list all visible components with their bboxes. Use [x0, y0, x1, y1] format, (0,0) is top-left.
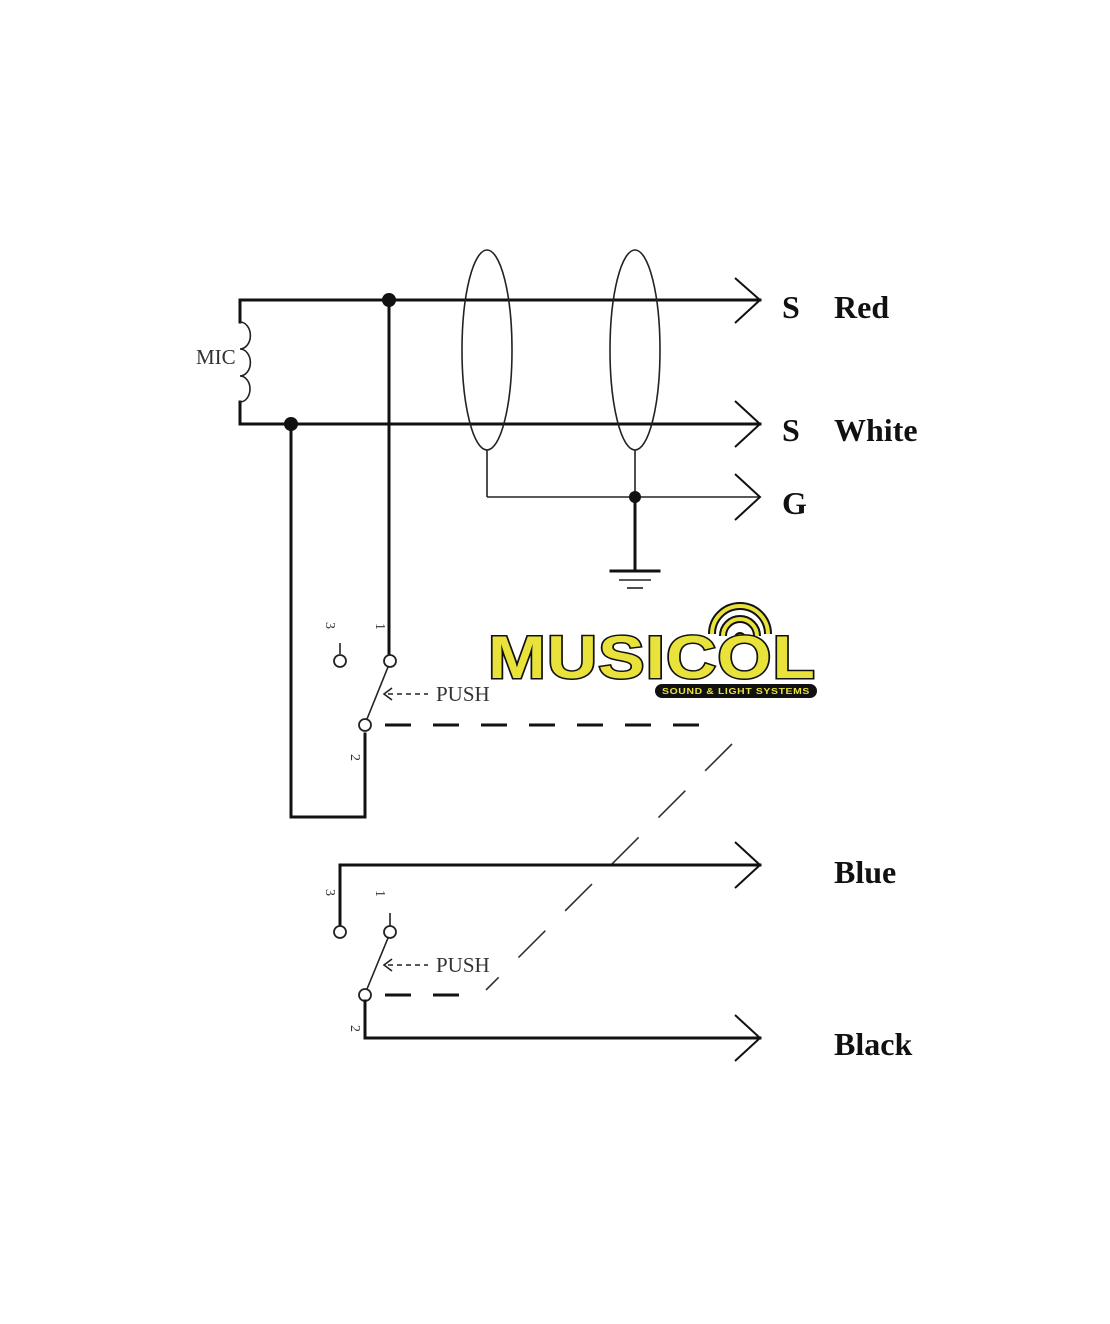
- white-arrow: [734, 400, 762, 448]
- red-arrow: [734, 277, 762, 324]
- switch2-push-label: PUSH: [436, 953, 490, 977]
- switch2: 3 1 2 PUSH: [322, 889, 490, 1032]
- switch1-pin1-label: 1: [372, 623, 387, 630]
- shield-ellipse-2: [609, 249, 661, 451]
- logo-wordmark: MUSICOL: [488, 624, 816, 691]
- switch2-lever: [366, 937, 389, 990]
- switch1-push-label: PUSH: [436, 682, 490, 706]
- blue-wire: [338, 863, 762, 928]
- earth-ground-icon: [609, 569, 661, 589]
- switch1-pin3-label: 3: [322, 622, 337, 629]
- white-color-label: White: [834, 412, 918, 448]
- black-color-label: Black: [834, 1026, 912, 1062]
- switch2-contact-2: [358, 988, 372, 1002]
- switch1-pin2-label: 2: [347, 754, 362, 761]
- switch1-contact-3: [333, 654, 347, 668]
- shield-ellipse-1: [461, 249, 513, 451]
- ground-pin-label: G: [782, 485, 807, 521]
- switch1-pin2-loop: [289, 422, 367, 819]
- logo-tagline-bar: [655, 684, 817, 698]
- switch2-pin3-label: 3: [322, 889, 337, 896]
- linkage-dash-diagonal: [485, 743, 733, 991]
- switch1: 3 1 2 PUSH: [322, 622, 490, 761]
- switch1-contact-1: [383, 654, 397, 668]
- switch2-contact-3: [333, 925, 347, 939]
- wifi-signal-icon: [708, 602, 772, 644]
- blue-color-label: Blue: [834, 854, 896, 890]
- switch2-contact-1: [383, 925, 397, 939]
- switch2-push-arrow: [382, 958, 393, 972]
- black-wire: [363, 999, 762, 1040]
- blue-arrow: [734, 841, 762, 889]
- musicol-logo: MUSICOL SOUND & LIGHT SYSTEMS: [487, 602, 817, 698]
- logo-tagline: SOUND & LIGHT SYSTEMS: [662, 687, 810, 696]
- red-color-label: Red: [834, 289, 889, 325]
- switch1-lever: [366, 666, 389, 720]
- switch1-push-arrow: [382, 687, 393, 701]
- black-arrow: [734, 1014, 762, 1062]
- mic-coil: [239, 321, 252, 403]
- ground-arrow: [734, 473, 762, 521]
- switch2-pin2-label: 2: [347, 1025, 362, 1032]
- switch2-pin1-label: 1: [372, 890, 387, 897]
- switch1-contact-2: [358, 718, 372, 732]
- mic-label: MIC: [196, 345, 236, 369]
- red-pin-label: S: [782, 289, 800, 325]
- white-pin-label: S: [782, 412, 800, 448]
